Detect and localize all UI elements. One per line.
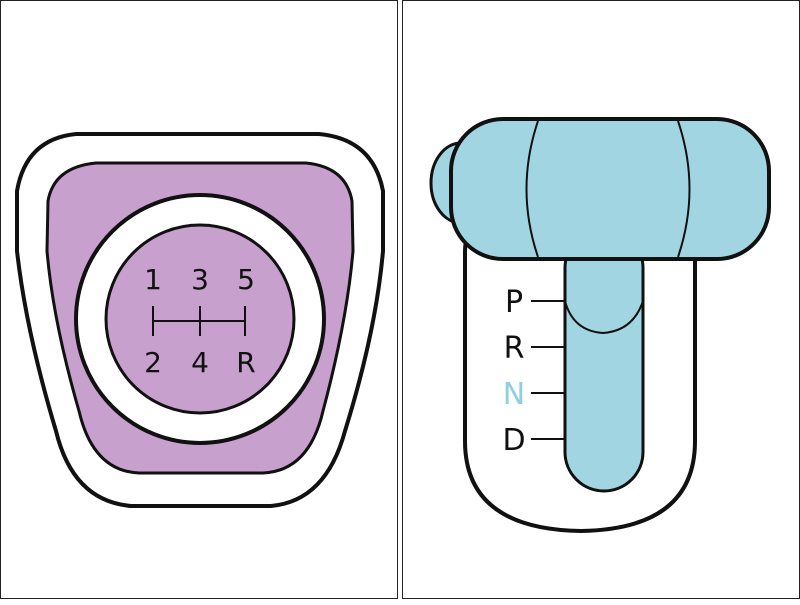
knob-body [449,117,771,261]
shift-pattern [152,306,246,336]
gear-labels: 1 3 5 2 4 R [144,263,256,379]
lever-channel [563,227,645,493]
position-ticks [531,300,565,440]
automatic-shifter-illustration: P R N D [429,117,771,533]
gear-label: 4 [191,346,209,379]
knob-contour-left [525,120,539,258]
position-label-r: R [504,331,525,366]
position-label-d: D [502,423,525,458]
gear-label: 2 [144,346,162,379]
manual-shifter-illustration: 1 3 5 2 4 R [15,132,385,508]
position-label-n: N [503,377,525,412]
gear-label: R [236,346,255,379]
gear-label: 3 [191,263,209,296]
automatic-shifter-panel: P R N D [402,0,800,599]
gear-label: 5 [237,263,255,296]
lever-stem-shadow [564,300,644,335]
manual-shifter-panel: 1 3 5 2 4 R [0,0,398,599]
position-label-p: P [505,285,523,320]
gear-label: 1 [144,263,162,296]
knob-contour-right [677,120,691,258]
